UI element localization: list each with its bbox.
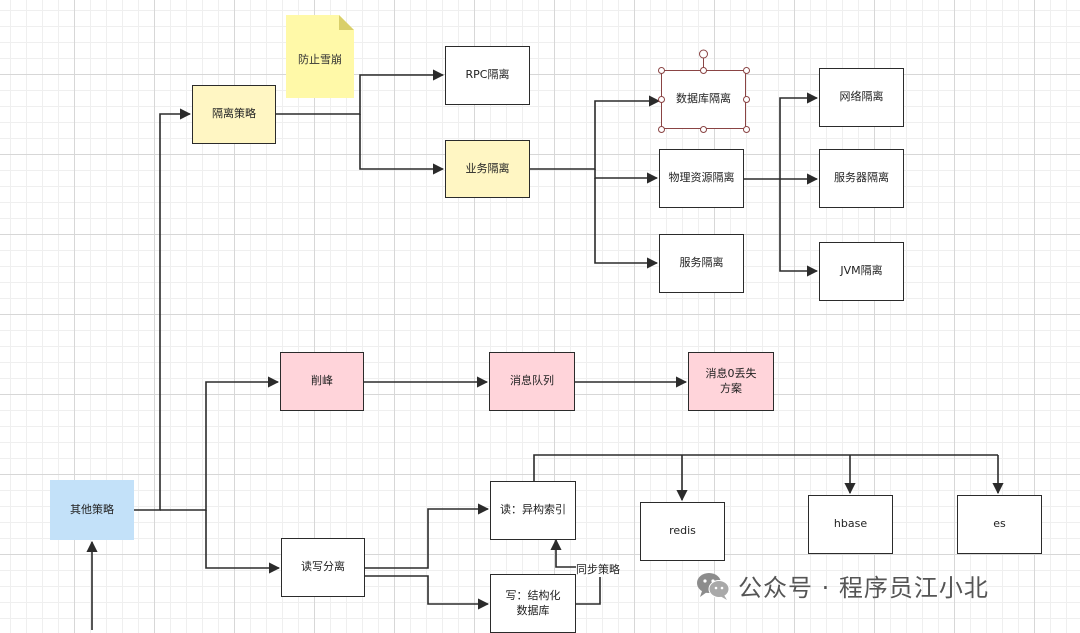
- node-peak-shaving[interactable]: 削峰: [280, 352, 364, 411]
- node-label: 消息队列: [510, 374, 554, 388]
- resize-handle-top-right[interactable]: [743, 67, 750, 74]
- node-label: 读写分离: [301, 560, 345, 574]
- node-db-isolation[interactable]: 数据库隔离: [661, 70, 746, 129]
- node-physical-isolation[interactable]: 物理资源隔离: [659, 149, 744, 208]
- edge-read-to-stores: [533, 454, 998, 481]
- node-service-isolation[interactable]: 服务隔离: [659, 234, 744, 293]
- node-label: 隔离策略: [212, 107, 256, 121]
- node-label: 业务隔离: [465, 161, 510, 175]
- node-other-strategy[interactable]: 其他策略: [50, 480, 134, 540]
- edge-other-to-peak: [160, 376, 280, 511]
- node-redis[interactable]: redis: [640, 502, 725, 561]
- node-label: 消息0丢失方案: [705, 366, 757, 395]
- node-label: es: [993, 517, 1006, 531]
- edge-isolation-to-business: [359, 114, 445, 175]
- resize-handle-bottom-left[interactable]: [658, 126, 665, 133]
- resize-handle-bottom[interactable]: [700, 126, 707, 133]
- edge-rwsplit-to-write: [365, 575, 490, 610]
- node-jvm-isolation[interactable]: JVM隔离: [819, 242, 904, 301]
- resize-handle-bottom-right[interactable]: [743, 126, 750, 133]
- resize-handle-left[interactable]: [658, 96, 665, 103]
- edge-physical-to-jvm: [779, 179, 819, 277]
- node-rpc-isolation[interactable]: RPC隔离: [445, 46, 530, 105]
- node-label: 服务器隔离: [834, 171, 889, 185]
- node-label: 服务隔离: [679, 256, 724, 270]
- node-label: 物理资源隔离: [668, 171, 735, 185]
- node-label: 网络隔离: [839, 90, 884, 104]
- node-isolation-strategy[interactable]: 隔离策略: [192, 85, 276, 144]
- edge-physical-to-network: [744, 92, 819, 180]
- node-label: RPC隔离: [465, 68, 510, 82]
- node-label: 写：结构化数据库: [505, 588, 561, 617]
- node-label: 削峰: [311, 374, 333, 388]
- node-hbase[interactable]: hbase: [808, 495, 893, 554]
- edge-label-sync: 同步策略: [576, 561, 620, 577]
- edge-isolation-to-rpc: [276, 69, 445, 115]
- node-es[interactable]: es: [957, 495, 1042, 554]
- edge-other-to-isolation: [134, 108, 192, 511]
- node-label: JVM隔离: [840, 264, 883, 278]
- node-label: redis: [669, 524, 696, 538]
- watermark-text: 公众号 · 程序员江小北: [738, 574, 989, 602]
- resize-handle-right[interactable]: [743, 96, 750, 103]
- resize-handle-top[interactable]: [700, 67, 707, 74]
- wechat-icon: [697, 572, 730, 600]
- edge-other-to-rwsplit: [205, 510, 281, 574]
- node-label: 其他策略: [70, 502, 114, 516]
- node-label: 读：异构索引: [500, 503, 566, 517]
- node-message-queue[interactable]: 消息队列: [489, 352, 575, 411]
- node-server-isolation[interactable]: 服务器隔离: [819, 149, 904, 208]
- node-label: hbase: [833, 517, 868, 531]
- watermark: 公众号 · 程序员江小北: [696, 568, 989, 603]
- edge-business-to-db: [530, 95, 661, 170]
- node-zero-loss[interactable]: 消息0丢失方案: [688, 352, 774, 411]
- resize-handle-top-left[interactable]: [658, 67, 665, 74]
- node-write-db[interactable]: 写：结构化数据库: [490, 574, 576, 633]
- node-rw-split[interactable]: 读写分离: [281, 538, 365, 597]
- sticky-note-text: 防止雪崩: [298, 53, 342, 66]
- node-business-isolation[interactable]: 业务隔离: [445, 140, 530, 198]
- node-label: 数据库隔离: [676, 92, 731, 106]
- node-read-index[interactable]: 读：异构索引: [490, 481, 576, 540]
- edge-business-to-service: [594, 178, 659, 269]
- edge-rwsplit-to-read: [365, 503, 490, 569]
- node-network-isolation[interactable]: 网络隔离: [819, 68, 904, 127]
